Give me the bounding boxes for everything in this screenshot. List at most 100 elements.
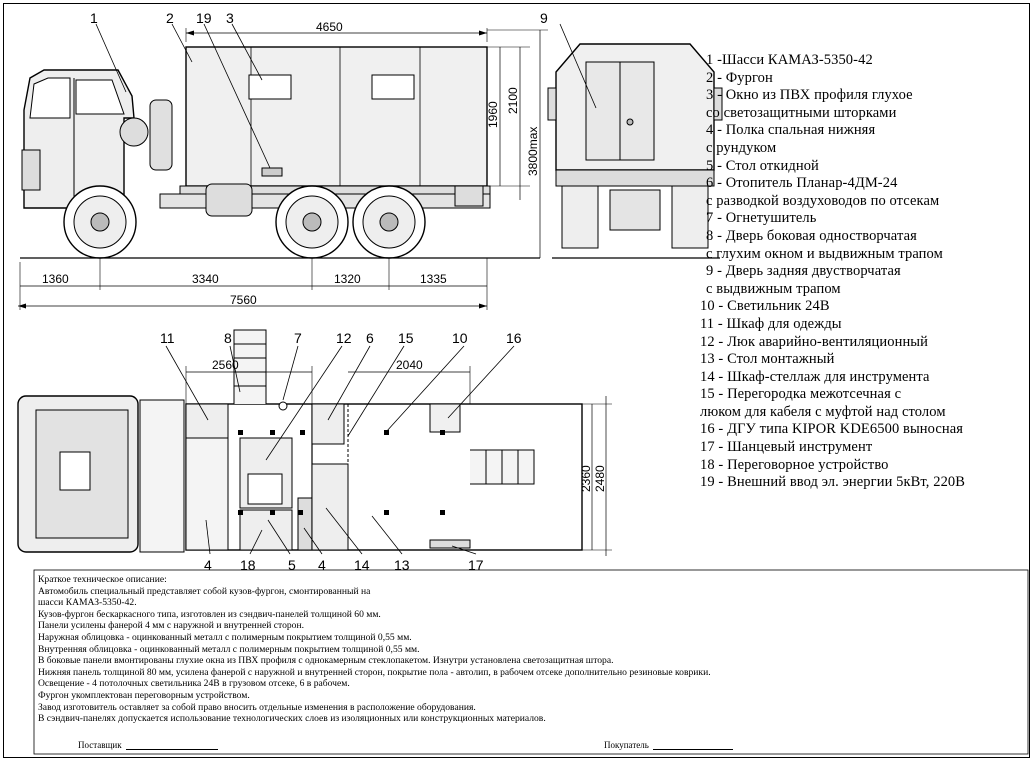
dim-d1: 1360: [42, 272, 69, 286]
description-line: Освещение - 4 потолочных светильника 24В…: [38, 678, 350, 690]
rear-left-wheels: [561, 185, 599, 249]
rear-axle: [609, 189, 661, 231]
callout-19: 19: [196, 10, 212, 26]
legend-line: 16 - ДГУ типа KIPOR KDE6500 выносная: [700, 421, 964, 438]
supplier-label: Поставщик: [78, 740, 122, 750]
callout-3: 3: [226, 10, 234, 26]
legend-line: 19 - Внешний ввод эл. энергии 5кВт, 220В: [700, 474, 966, 491]
technical-description: Краткое техническое описание: Автомобиль…: [38, 574, 1028, 725]
legend-line: 17 - Шанцевый инструмент: [700, 439, 873, 456]
callout-12: 12: [336, 330, 352, 346]
buyer-label: Покупатель: [604, 740, 649, 750]
generator: [429, 403, 461, 433]
plan-engine-area: [139, 399, 185, 553]
description-line: Фургон укомплектован переговорным устрой…: [38, 689, 250, 701]
legend-line: 7 - Огнетушитель: [706, 210, 817, 227]
callout-16: 16: [506, 330, 522, 346]
rear-view: 9: [540, 10, 723, 259]
dim-plan-mid: 2040: [396, 358, 423, 372]
dim-d3: 1320: [334, 272, 361, 286]
dim-h2: 2100: [506, 87, 520, 114]
legend-line: 3 - Окно из ПВХ профиля глухое: [706, 87, 913, 104]
description-line: В боковые панели вмонтированы глухие окн…: [38, 655, 614, 667]
bunk-lower-mid: [239, 509, 293, 551]
callout-13: 13: [394, 557, 410, 573]
legend-line: люком для кабеля с муфтой над столом: [700, 403, 946, 420]
entrenching-tool: [429, 539, 471, 549]
heater: [311, 403, 345, 445]
mount-table: [311, 463, 349, 551]
legend-line: 1 -Шасси КАМАЗ-5350-42: [706, 52, 873, 68]
description-line: шасси КАМАЗ-5350-42.: [38, 597, 137, 609]
spare-wheel: [119, 117, 149, 147]
description-line: Завод изготовитель оставляет за собой пр…: [38, 701, 476, 713]
sheet-frame: [3, 3, 1030, 758]
legend-line: со светозащитными шторками: [706, 104, 897, 121]
callout-15: 15: [398, 330, 414, 346]
dim-plan-left: 2560: [212, 358, 239, 372]
callout-10: 10: [452, 330, 468, 346]
dim-h1: 1960: [486, 101, 500, 128]
description-line: Панели усилены фанерой 4 мм с наружной и…: [38, 620, 304, 632]
legend-line: с глухим окном и выдвижным трапом: [706, 245, 943, 262]
buyer-signature: Покупатель: [604, 740, 733, 750]
legend-line: 9 - Дверь задняя двустворчатая: [706, 263, 901, 280]
power-inlet: [261, 167, 283, 177]
dim-w2: 2480: [593, 465, 607, 492]
van-body: [185, 46, 488, 187]
cab-roof-hatch: [59, 451, 91, 491]
callout-9: 9: [540, 10, 548, 26]
legend-line: 18 - Переговорное устройство: [700, 456, 889, 473]
callout-4b: 4: [318, 557, 326, 573]
fuel-tank: [205, 183, 253, 217]
rear-mudguard: [454, 185, 484, 207]
legend-line: с рундуком: [706, 139, 777, 156]
description-line: Краткое техническое описание:: [38, 574, 167, 585]
callout-18: 18: [240, 557, 256, 573]
description-line: Внутренняя облицовка - оцинкованный мета…: [38, 643, 420, 655]
lamp-markers: [238, 430, 445, 515]
legend-line: 11 - Шкаф для одежды: [700, 315, 842, 332]
cab-door-window: [75, 79, 125, 115]
legend-line: 4 - Полка спальная нижняя: [706, 122, 876, 139]
door-handle: [626, 118, 634, 126]
side-window: [371, 74, 415, 100]
description-frame: [33, 569, 1029, 755]
legend-line: 10 - Светильник 24В: [700, 298, 830, 315]
callout-2: 2: [166, 10, 174, 26]
callout-17: 17: [468, 557, 484, 573]
lower-bunk-left: [185, 437, 229, 551]
dim-top-length: 4650: [316, 20, 343, 34]
tool-cabinet: [297, 497, 313, 551]
cab-bumper: [21, 149, 41, 191]
front-wheel: [63, 185, 137, 259]
air-filter: [149, 99, 173, 171]
legend-line: 13 - Стол монтажный: [700, 351, 835, 368]
callout-8: 8: [224, 330, 232, 346]
legend-line: 15 - Перегородка межотсечная с: [700, 386, 902, 403]
side-door-ladder: [233, 329, 267, 404]
dim-w1: 2360: [579, 465, 593, 492]
callout-14: 14: [354, 557, 370, 573]
description-line: Нижняя панель толщиной 80 мм, усилена фа…: [38, 666, 711, 678]
plan-view: 7560 2560 2040 2360 2480: [17, 293, 612, 573]
rear-wheel-2: [352, 185, 426, 259]
legend-line: с выдвижным трапом: [706, 280, 841, 297]
side-view: 1 2 19 3 4650 1960 2100 3800max: [19, 10, 548, 310]
description-line: Кузов-фургон бескаркасного типа, изготов…: [38, 608, 381, 620]
legend-line: 2 - Фургон: [706, 69, 773, 86]
callout-6: 6: [366, 330, 374, 346]
rear-right-wheels: [671, 185, 709, 249]
dim-d4: 1335: [420, 272, 447, 286]
callout-7: 7: [294, 330, 302, 346]
cab-windshield: [29, 77, 71, 119]
legend-line: 12 - Люк аварийно-вентиляционный: [700, 333, 928, 350]
extinguisher: [278, 401, 288, 411]
wardrobe: [185, 403, 229, 439]
side-window: [248, 74, 292, 100]
dim-h-max: 3800max: [526, 127, 540, 176]
callout-5: 5: [288, 557, 296, 573]
legend-line: с разводкой воздуховодов по отсекам: [706, 192, 940, 209]
